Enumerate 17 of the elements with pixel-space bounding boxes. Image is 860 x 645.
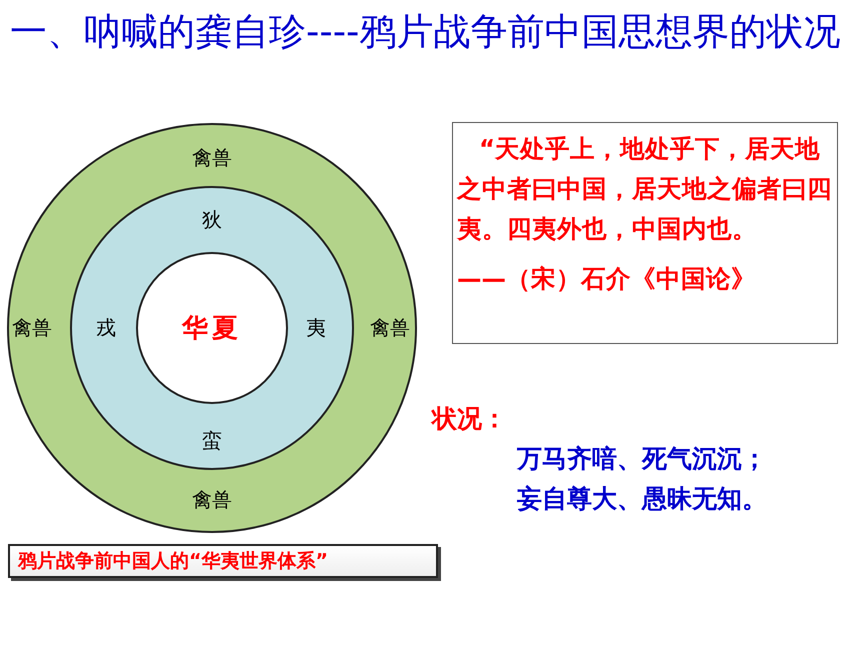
ring-label: 狄 [202,206,222,234]
status-text: 妄自尊大、愚昧无知。 [517,483,767,515]
center-label: 华夏 [182,312,242,346]
ring-label: 禽兽 [192,144,232,172]
ring-label: 蛮 [202,428,222,454]
status-heading: 状况： [432,403,507,435]
status-text: 万马齐喑、死气沉沉； [517,443,767,475]
ring-label: 夷 [306,314,326,342]
quote-text: “天处乎上，地处乎下，居天地之中者曰中国，居天地之偏者曰四夷。四夷外也，中国内也。 [457,133,833,245]
ring-label: 禽兽 [12,314,52,342]
ring-label: 戎 [96,314,116,342]
quote-box [452,122,838,344]
quote-source: ——（宋）石介《中国论》 [457,263,757,295]
caption-box: 鸦片战争前中国人的“华夷世界体系” [8,544,438,578]
title: 一、呐喊的龚自珍----鸦片战争前中国思想界的状况 [10,9,842,55]
ring-label: 禽兽 [192,486,232,514]
ring-label: 禽兽 [370,314,410,342]
